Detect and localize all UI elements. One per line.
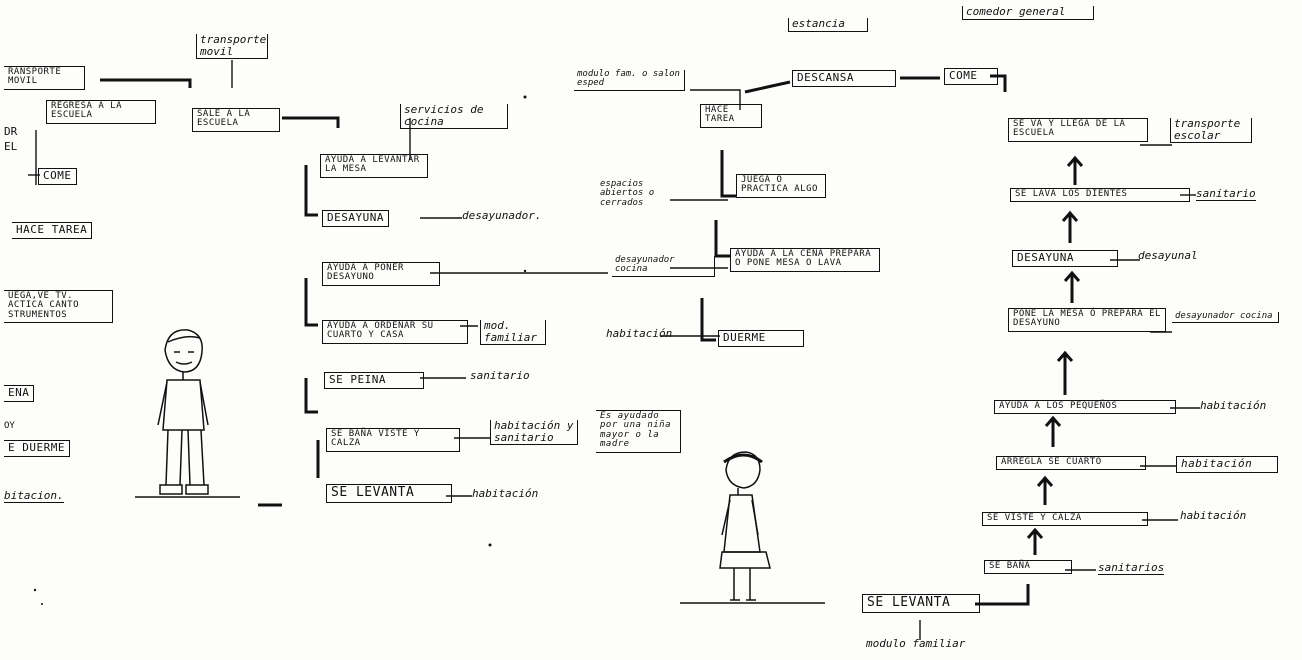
girl-desayunador-cocina-tag: desayunador cocina <box>1172 311 1279 324</box>
girl-come-box: COME <box>944 68 998 85</box>
left-hace-tarea-box: HACE TAREA <box>12 222 93 239</box>
boy-transporte-movil-tag: transporte movil <box>196 34 268 60</box>
girl-figure <box>719 451 771 601</box>
arrow-line <box>700 298 716 342</box>
mid-estancia-tag: estancia <box>788 18 868 32</box>
boy-se-peina-box: SE PEINA <box>324 372 424 389</box>
boy-ayuda-ordenar-box: AYUDA A ORDENAR SU CUARTO Y CASA <box>322 320 468 344</box>
girl-habitacion-2-box: habitación <box>1176 456 1278 473</box>
bracket-line <box>304 165 318 217</box>
girl-se-lava-box: SE LAVA LOS DIENTES <box>1010 188 1190 203</box>
arrow-line <box>720 150 736 198</box>
arrow-line <box>744 80 791 94</box>
mid-desayunador-cocina-tag: desayunador cocina <box>612 255 715 277</box>
boy-sale-box: SALE A LA ESCUELA <box>192 108 280 132</box>
boy-se-bana-box: SE BAÑA VISTE Y CALZA <box>326 428 460 452</box>
boy-desayuna-box: DESAYUNA <box>322 210 389 227</box>
girl-habitacion-3-tag: habitación <box>1180 509 1247 522</box>
mid-hace-tarea-box: HACE TAREA <box>700 104 762 128</box>
girl-modulo-familiar-tag: modulo familiar <box>866 637 966 650</box>
stray-mark <box>41 603 43 605</box>
left-transporte-movil: ransporte movil <box>4 66 85 90</box>
left-juega-box: UEGA,VE TV. ACTICA CANTO STRUMENTOS <box>4 290 113 324</box>
arrow-head <box>1026 527 1044 539</box>
stray-mark <box>488 543 492 547</box>
connector-line <box>690 89 741 110</box>
boy-se-levanta-box: SE LEVANTA <box>326 484 452 503</box>
boy-servicios-cocina-tag: servicios de cocina <box>400 104 508 130</box>
arrow-line <box>714 220 730 258</box>
mid-descansa-box: DESCANSA <box>792 70 896 87</box>
arrow-head <box>1063 270 1081 282</box>
boy-ayuda-levantar-box: AYUDA A LEVANTAR LA MESA <box>320 154 428 178</box>
girl-sanitarios-tag: sanitarios <box>1098 561 1165 575</box>
left-dr-label: DR <box>4 125 18 138</box>
girl-desayunal-tag: desayunal <box>1138 249 1198 262</box>
boy-mod-familiar-tag: mod. familiar <box>480 320 546 346</box>
boy-habitacion-tag: habitación <box>472 487 539 500</box>
boy-sanitario-tag: sanitario <box>470 369 530 382</box>
girl-se-viste-box: SE VISTE Y CALZA <box>982 512 1148 527</box>
arrow-head <box>1036 475 1054 487</box>
boy-ayuda-poner-box: AYUDA A PONER DESAYUNO <box>322 262 440 286</box>
arrow-head <box>1056 350 1074 362</box>
girl-desayuna-box: DESAYUNA <box>1012 250 1118 267</box>
girl-se-levanta-box: SE LEVANTA <box>862 594 980 613</box>
arrow-line <box>282 116 340 128</box>
bracket-line <box>304 378 318 414</box>
arrow-head <box>1066 155 1084 167</box>
girl-ayuda-pequenos-box: AYUDA A LOS PEQUEÑOS <box>994 400 1176 415</box>
boy-nota-box: Es ayudado por una niña mayor o la madre <box>596 410 681 453</box>
mid-juega-box: JUEGA O PRACTICA ALGO <box>736 174 826 198</box>
girl-pone-mesa-box: PONE LA MESA Ó PREPARA EL DESAYUNO <box>1008 308 1166 332</box>
girl-se-va-box: SE VA Y LLEGA DE LA ESCUELA <box>1008 118 1148 142</box>
left-oy-label: OY <box>4 421 15 431</box>
girl-comedor-general-tag: comedor general <box>962 6 1094 20</box>
arrow-line <box>975 584 1030 606</box>
left-el-label: EL <box>4 140 18 153</box>
stray-mark <box>33 588 37 592</box>
boy-desayunador-tag: desayunador. <box>462 209 542 222</box>
left-habitacion-label: bitacion. <box>4 489 64 503</box>
arrow-head <box>1044 415 1062 427</box>
boy-habitacion-sanitario-tag: habitación y sanitario <box>490 420 578 446</box>
boy-regresa-box: REGRESA A LA ESCUELA <box>46 100 156 124</box>
arrow-head <box>1061 210 1079 222</box>
girl-arregla-box: ARREGLA SE CUARTO <box>996 456 1146 471</box>
mid-modulo-fam-tag: modulo fam. o salon esped <box>574 69 685 91</box>
boy-figure <box>157 329 209 495</box>
arrow-line <box>100 78 192 88</box>
girl-se-bana-box: SE BAÑA <box>984 560 1072 575</box>
left-come-box: COME <box>38 168 77 185</box>
mid-ayuda-cena-box: AYUDA A LA CENA PREPARA O PONE MESA O LA… <box>730 248 880 272</box>
arrow-line <box>990 74 1007 92</box>
mid-espacios-tag: espacios abiertos o cerrados <box>600 179 655 208</box>
girl-transporte-escolar-tag: transporte escolar <box>1170 118 1252 144</box>
bracket-line <box>304 278 318 327</box>
mid-duerme-box: DUERME <box>718 330 804 347</box>
stray-mark <box>523 95 527 99</box>
left-cena-box: ENA <box>4 385 35 402</box>
girl-sanitario-tag: sanitario <box>1196 187 1256 201</box>
left-duerme-box: E DUERME <box>4 440 70 457</box>
mid-habitacion-tag: habitación <box>606 327 673 340</box>
girl-habitacion-1-tag: habitación <box>1200 399 1267 412</box>
stray-mark <box>523 269 527 273</box>
